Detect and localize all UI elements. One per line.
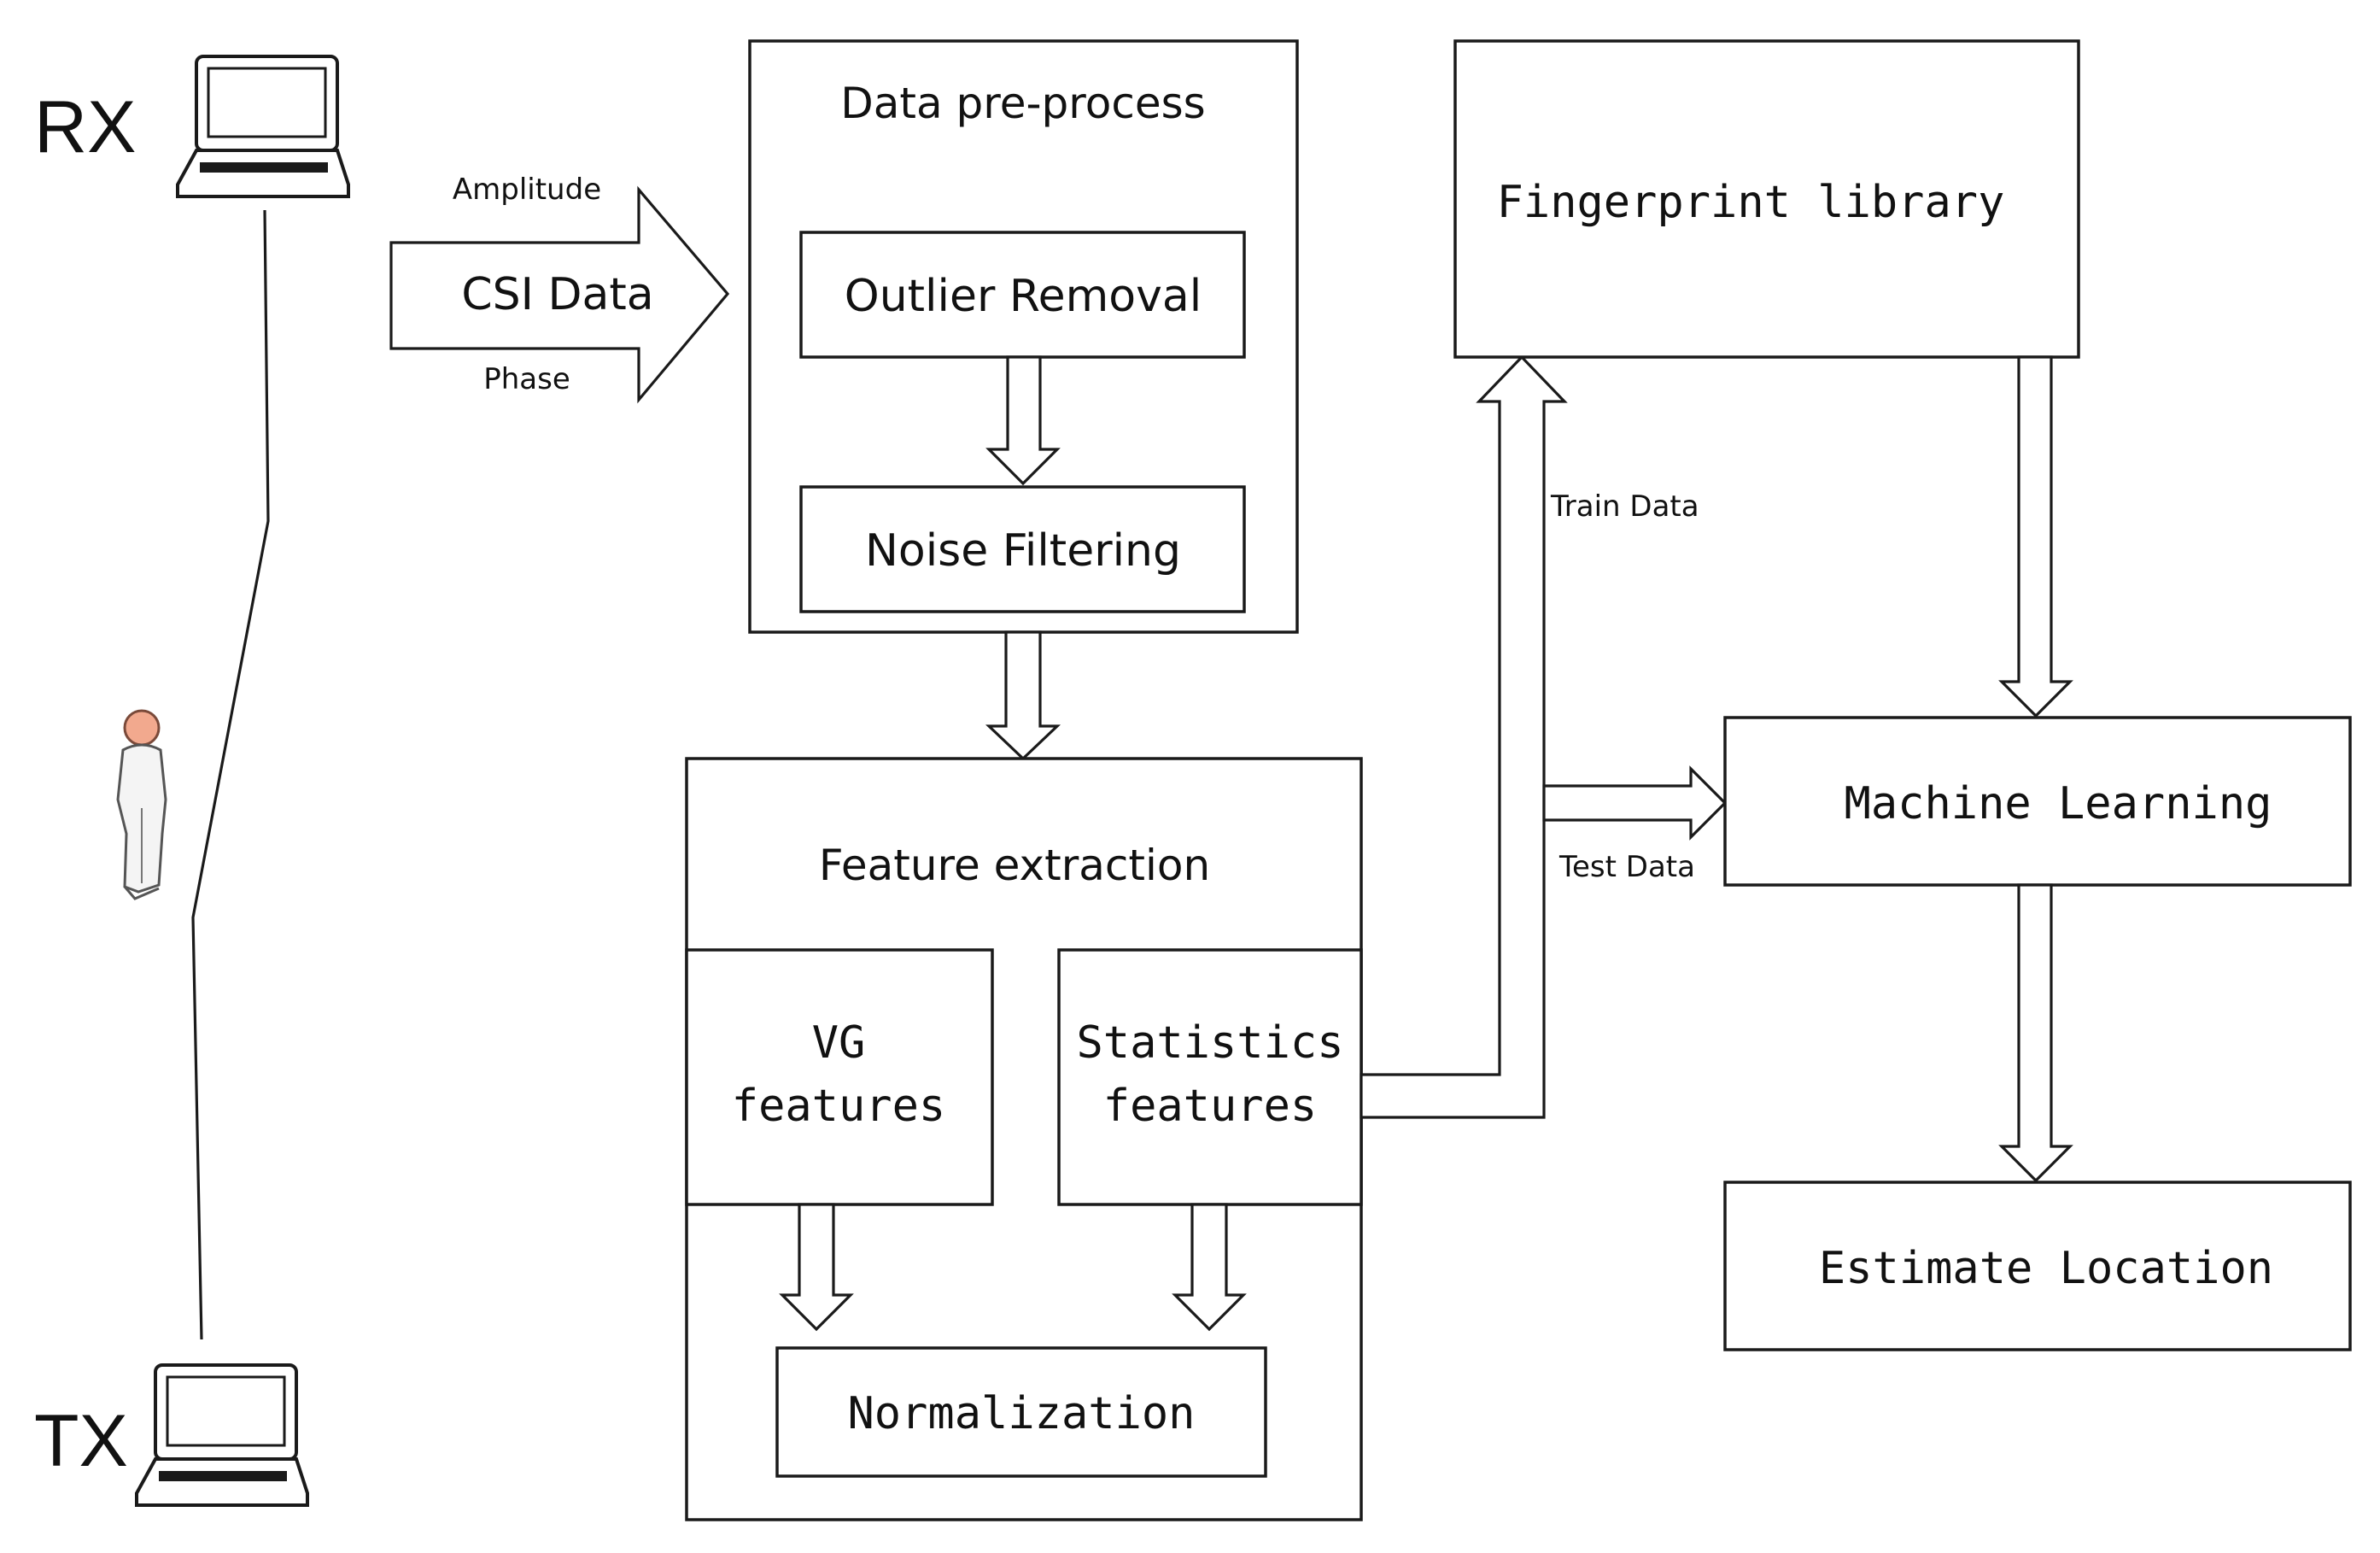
down-arrow-library-to-ml xyxy=(1998,355,2073,718)
phase-label: Phase xyxy=(483,362,570,396)
train-data-label: Train Data xyxy=(1550,489,1699,524)
down-arrow-stats-to-normalization xyxy=(1172,1203,1247,1332)
estimate-location-label: Estimate Location xyxy=(1819,1243,2273,1294)
outlier-removal-label: Outlier Removal xyxy=(845,271,1202,322)
rx-laptop-icon xyxy=(176,55,350,198)
down-arrow-preprocess-to-features xyxy=(985,630,1061,761)
down-arrow-outlier-to-noise xyxy=(985,355,1061,486)
normalization-label: Normalization xyxy=(848,1388,1196,1439)
tx-label: TX xyxy=(34,1400,128,1482)
tx-laptop-icon xyxy=(135,1363,309,1507)
feature-extraction-title: Feature extraction xyxy=(819,841,1210,890)
test-data-arrow xyxy=(1542,765,1728,841)
vg-features-box xyxy=(685,948,994,1206)
vg-features-label-line2: features xyxy=(732,1081,945,1132)
csi-data-label: CSI Data xyxy=(461,269,653,320)
amplitude-label: Amplitude xyxy=(453,173,601,207)
noise-filtering-box xyxy=(799,485,1246,613)
fingerprint-library-box xyxy=(1453,39,2080,359)
vg-features-label-line1: VG xyxy=(812,1017,866,1069)
down-arrow-vg-to-normalization xyxy=(779,1203,854,1332)
fingerprint-library-label: Fingerprint library xyxy=(1497,177,2005,228)
train-data-arrow xyxy=(1360,355,1568,1119)
noise-filtering-label: Noise Filtering xyxy=(865,525,1181,577)
statistics-features-label-line2: features xyxy=(1103,1081,1317,1132)
machine-learning-label: Machine Learning xyxy=(1845,778,2272,829)
estimate-location-box xyxy=(1723,1181,2352,1351)
normalization-box xyxy=(775,1346,1267,1478)
person-icon xyxy=(116,709,167,900)
statistics-features-box xyxy=(1057,948,1363,1206)
machine-learning-box xyxy=(1723,716,2352,887)
csi-data-arrow xyxy=(389,185,730,404)
rx-label: RX xyxy=(34,86,136,168)
test-data-label: Test Data xyxy=(1558,850,1695,884)
statistics-features-label-line1: Statistics xyxy=(1076,1017,1343,1069)
down-arrow-ml-to-estimate xyxy=(1998,883,2073,1183)
signal-path-line xyxy=(191,209,270,1340)
outlier-removal-box xyxy=(799,231,1246,359)
data-preprocess-title: Data pre-process xyxy=(840,79,1205,128)
